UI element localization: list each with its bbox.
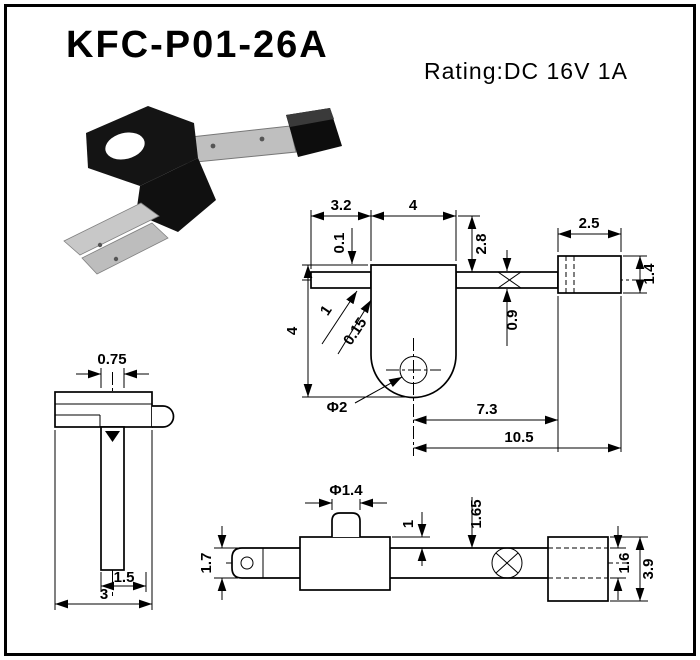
dim-label-3-9: 3.9 <box>640 559 657 580</box>
photo-metal-strip <box>181 125 297 164</box>
photo-end-cube-top <box>286 108 334 127</box>
bottom-crimp-circle <box>491 547 523 579</box>
side-terminal-stub <box>152 405 175 428</box>
photo-plate-hole <box>105 132 145 160</box>
dim-label-1-6: 1.6 <box>616 553 633 574</box>
front-body-outline <box>370 264 457 399</box>
front-right-terminal <box>455 271 559 289</box>
dim-label-1-4: 1.4 <box>641 263 658 285</box>
photo-prong-dot <box>97 242 103 248</box>
bottom-end-block <box>547 536 609 602</box>
dim-label-7-3: 7.3 <box>477 401 498 418</box>
photo-prong <box>81 222 169 275</box>
bottom-strip-hole <box>240 556 254 570</box>
dim-label-0-75: 0.75 <box>97 351 126 368</box>
bottom-boss <box>331 512 361 537</box>
dim-label-4-top: 4 <box>409 197 418 214</box>
front-crimp-line <box>497 271 522 289</box>
photo-prong <box>63 202 160 256</box>
photo-rivet-dot <box>259 136 265 142</box>
leader-line <box>321 290 358 345</box>
dim-label-3: 3 <box>100 586 108 603</box>
dim-label-3-2: 3.2 <box>331 197 352 214</box>
leader-line <box>354 376 403 404</box>
dim-label-2-5: 2.5 <box>579 215 600 232</box>
side-leg <box>100 426 125 571</box>
dim-label-phi2: Φ2 <box>327 399 348 416</box>
dim-label-1-strip: 1 <box>317 302 336 318</box>
dim-label-phi1-4: Φ1.4 <box>329 482 363 499</box>
dim-label-4-left: 4 <box>284 326 301 335</box>
product-photo <box>63 106 342 275</box>
dim-label-1-7: 1.7 <box>198 553 215 574</box>
product-title: KFC-P01-26A <box>66 24 329 66</box>
dim-label-1-65: 1.65 <box>468 499 485 528</box>
dim-label-10-5: 10.5 <box>504 429 533 446</box>
photo-rivet-dot <box>210 143 216 149</box>
bottom-view: 1.7 Φ1.4 1 1.65 1.6 3.9 <box>198 482 657 602</box>
side-dart-mark <box>105 431 120 442</box>
leader-line <box>337 299 372 355</box>
dim-label-1-bottom: 1 <box>400 520 417 528</box>
rating-text: Rating:DC 16V 1A <box>424 58 628 84</box>
front-view: 3.2 4 2.8 0.1 4 1 0.15 Φ2 0 <box>284 197 658 456</box>
dim-label-2-8: 2.8 <box>473 234 490 255</box>
front-end-block <box>557 255 622 294</box>
dim-label-1-5: 1.5 <box>114 569 135 586</box>
bottom-center-block <box>299 536 391 591</box>
side-arm <box>54 391 153 428</box>
dim-label-0-1: 0.1 <box>331 233 348 254</box>
side-view: 0.75 1.5 3 <box>54 351 175 610</box>
photo-prong-dot <box>113 256 119 262</box>
front-left-terminal <box>310 271 372 289</box>
dim-label-0-9: 0.9 <box>504 310 521 331</box>
bottom-crimp-line <box>495 552 519 574</box>
